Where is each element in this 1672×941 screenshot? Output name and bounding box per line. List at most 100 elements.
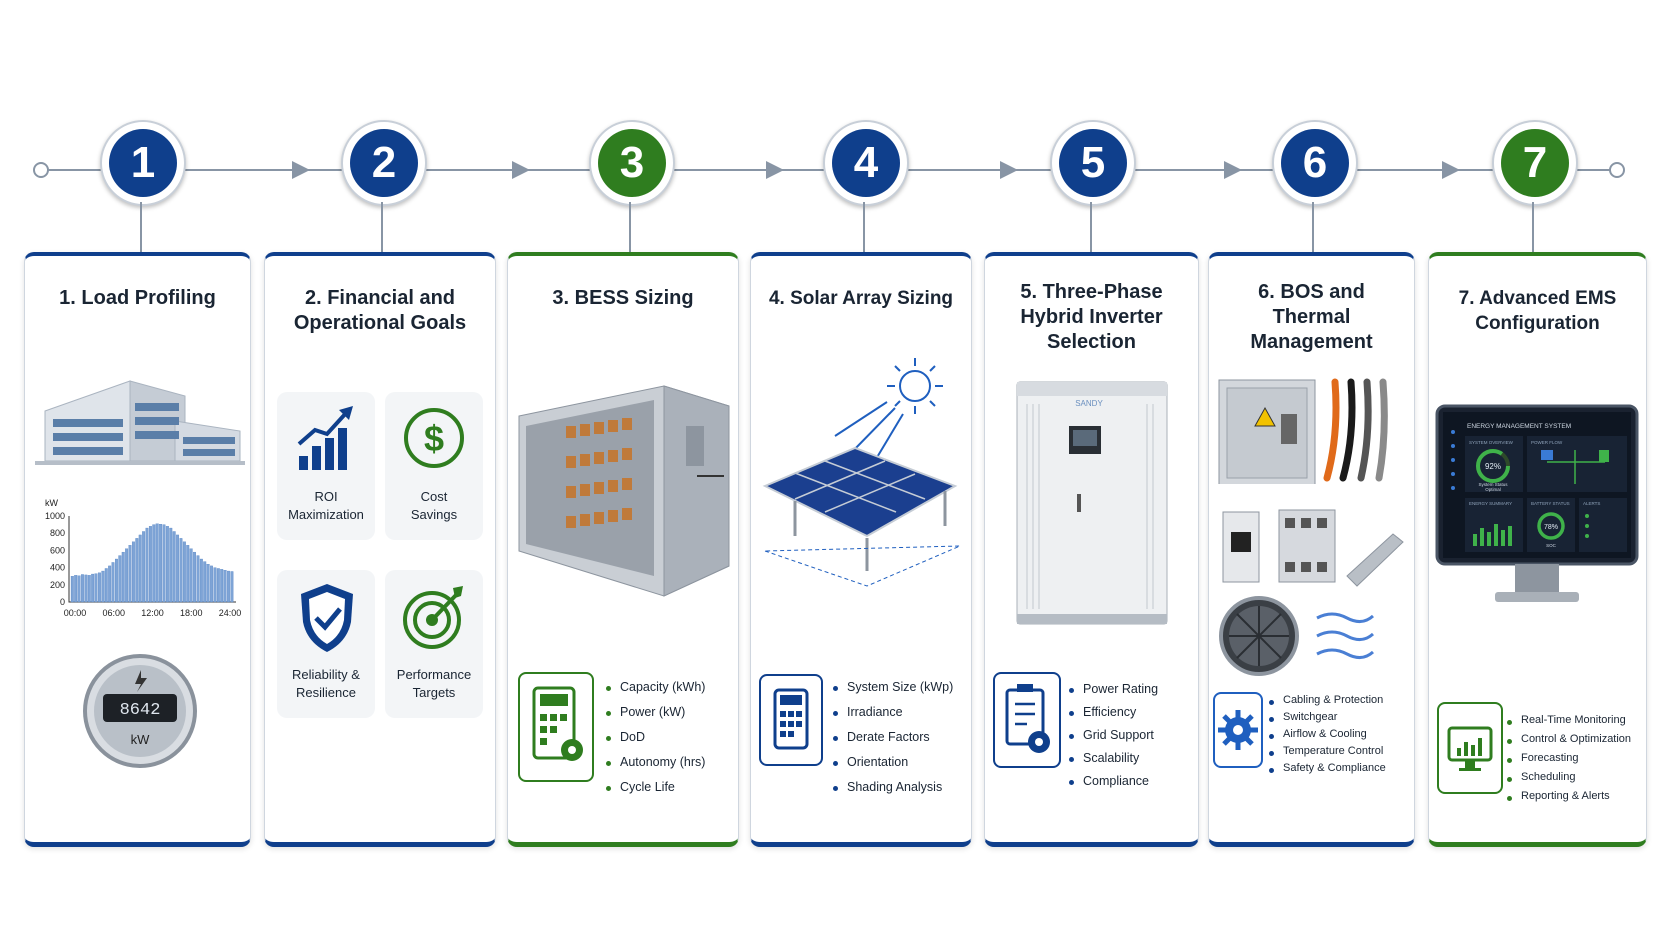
hybrid-inverter-icon: SANDY [1016, 381, 1168, 625]
load-bar [203, 561, 207, 603]
list-item: Efficiency [1067, 705, 1158, 719]
load-bar [223, 570, 227, 603]
load-bar [210, 565, 213, 603]
y-tick-label: 600 [50, 545, 65, 555]
list-item: Orientation [831, 755, 953, 769]
load-bar [152, 524, 156, 603]
step-5-badge: 5 [1050, 120, 1136, 206]
inverter-parameter-list: Power Rating Efficiency Grid Support Sca… [1067, 682, 1158, 788]
list-item: Autonomy (hrs) [604, 755, 705, 769]
load-bar [189, 548, 193, 603]
title-line: Management [1250, 331, 1373, 353]
title-line: 3. BESS Sizing [552, 287, 694, 309]
flow-arrow-icon [1442, 161, 1460, 179]
breakers-contactors-icon [1222, 509, 1404, 587]
step-connector [863, 202, 865, 252]
title-line: 6. BOS and [1258, 281, 1365, 303]
bos-parameter-list: Cabling & Protection Switchgear Airflow … [1267, 694, 1386, 774]
ems-overview-label: SYSTEM OVERVIEW [1469, 440, 1514, 445]
title-line: Selection [1047, 331, 1136, 353]
list-item: System Size (kWp) [831, 680, 953, 694]
ems-status-percent: 92% [1485, 462, 1501, 471]
load-bar [230, 571, 234, 603]
load-bar [138, 534, 142, 603]
step-1-badge: 1 [100, 120, 186, 206]
step-2-badge: 2 [341, 120, 427, 206]
list-item: Compliance [1067, 774, 1158, 788]
svg-text:$: $ [424, 418, 444, 459]
y-tick-label: 800 [50, 528, 65, 538]
card-bos-thermal: 6. BOS and Thermal Management [1208, 252, 1415, 847]
goal-reliability: Reliability &Resilience [277, 570, 375, 718]
ems-screen-title: ENERGY MANAGEMENT SYSTEM [1467, 423, 1571, 430]
title-line: 5. Three-Phase [1020, 281, 1163, 303]
load-bar [172, 531, 176, 603]
load-bar [104, 568, 108, 603]
load-bar [142, 531, 146, 603]
load-bar [108, 565, 112, 603]
list-item: Cabling & Protection [1267, 694, 1386, 706]
card-title: 5. Three-Phase Hybrid Inverter Selection [985, 280, 1198, 355]
step-3-number: 3 [598, 129, 666, 197]
x-tick-label: 00:00 [64, 608, 87, 618]
list-item: Safety & Compliance [1267, 762, 1386, 774]
load-bar [186, 545, 190, 603]
list-item: Power Rating [1067, 682, 1158, 696]
step-4-number: 4 [832, 129, 900, 197]
load-bar [91, 573, 95, 603]
list-item: Control & Optimization [1505, 733, 1631, 745]
bess-parameter-list: Capacity (kWh) Power (kW) DoD Autonomy (… [604, 680, 705, 794]
step-3-badge: 3 [589, 120, 675, 206]
step-6-number: 6 [1281, 129, 1349, 197]
card-title: 2. Financial and Operational Goals [265, 286, 495, 336]
title-line: Thermal [1272, 306, 1351, 328]
y-tick-label: 0 [60, 597, 65, 607]
title-line: 4. Solar Array Sizing [768, 288, 954, 309]
y-tick-label: 200 [50, 580, 65, 590]
load-bar [227, 570, 230, 603]
load-bar [182, 541, 186, 603]
step-4-badge: 4 [823, 120, 909, 206]
list-item: Reporting & Alerts [1505, 790, 1631, 802]
list-item: Grid Support [1067, 728, 1158, 742]
ems-powerflow-label: POWER FLOW [1531, 440, 1563, 445]
load-bar [206, 564, 210, 603]
load-bar [111, 562, 115, 603]
switchgear-cables-icon [1218, 378, 1388, 484]
x-tick-label: 24:00 [219, 608, 242, 618]
load-bar [98, 572, 101, 603]
list-item: Derate Factors [831, 730, 953, 744]
title-line: 1. Load Profiling [59, 287, 216, 309]
ems-battery-soc: SOC [1546, 543, 1557, 548]
card-bess-sizing: 3. BESS Sizing Capacity (kWh) [507, 252, 739, 847]
y-tick-label: 1000 [45, 511, 65, 521]
load-bar [101, 570, 105, 603]
x-tick-label: 18:00 [180, 608, 203, 618]
load-bar [118, 555, 122, 603]
list-item: Real-Time Monitoring [1505, 714, 1631, 726]
card-title: 6. BOS and Thermal Management [1209, 280, 1414, 355]
load-bar [193, 551, 196, 603]
load-bar [162, 524, 166, 603]
calculator-gear-icon [518, 672, 594, 782]
step-2-number: 2 [350, 129, 418, 197]
ems-status-line: System Status [1478, 482, 1508, 487]
smart-meter-icon: 8642 kW [83, 654, 197, 768]
step-7-number: 7 [1501, 129, 1569, 197]
step-connector [1312, 202, 1314, 252]
load-bar [70, 576, 74, 603]
flow-arrow-icon [1224, 161, 1242, 179]
load-bar [165, 526, 169, 603]
list-item: Scheduling [1505, 771, 1631, 783]
solar-panel-icon [762, 358, 961, 587]
list-item: Scalability [1067, 751, 1158, 765]
card-solar-sizing: 4. Solar Array Sizing [750, 252, 972, 847]
